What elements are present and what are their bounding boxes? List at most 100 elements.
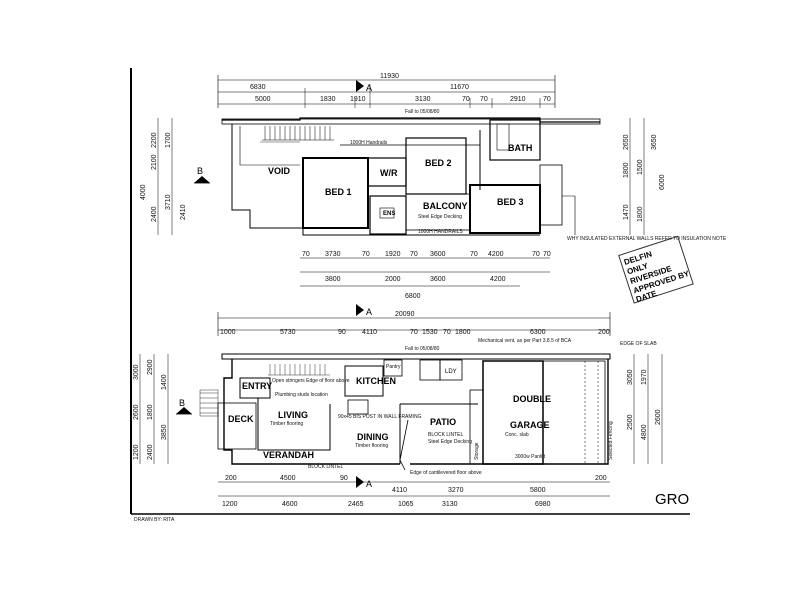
ground-top-dim: 90 bbox=[338, 329, 346, 336]
approval-stamp: DELFIN ONLY RIVERSIDE APPROVED BY DATE bbox=[618, 235, 694, 304]
upper-top-dim: 5000 bbox=[255, 96, 271, 103]
upper-left-dim: 2200 bbox=[151, 132, 158, 148]
ground-left-dim: 2400 bbox=[147, 444, 154, 460]
upper-bottom-dim: 3600 bbox=[430, 276, 446, 283]
section-marker-arrow bbox=[356, 80, 364, 92]
elevation-marker-label: B bbox=[197, 166, 203, 176]
ground-top-dim: 5730 bbox=[280, 329, 296, 336]
section-marker-label: A bbox=[366, 479, 372, 489]
upper-left-dim: 2410 bbox=[180, 204, 187, 220]
room-entry: ENTRY bbox=[242, 381, 272, 391]
section-marker-arrow bbox=[356, 304, 364, 316]
balcony-note: Steel Edge Decking bbox=[418, 214, 462, 220]
fall-note: Fall to 05/08/80 bbox=[405, 109, 440, 115]
upper-left-dim: 2400 bbox=[151, 206, 158, 222]
ground-bottom-dim: 5800 bbox=[530, 487, 546, 494]
upper-floor-plan: 11930 6830 11670 5000 1830 1910 3130 70 … bbox=[140, 73, 727, 317]
ground-top-dim: 1530 bbox=[422, 329, 438, 336]
room-dining: DINING bbox=[357, 432, 389, 442]
upper-right-dim: 3650 bbox=[651, 134, 658, 150]
room-bed1: BED 1 bbox=[325, 187, 352, 197]
fencing-note: Selected Fencing bbox=[608, 421, 614, 460]
upper-top-dim: 70 bbox=[462, 96, 470, 103]
ground-top-dim: 70 bbox=[410, 329, 418, 336]
upper-top-dim: 70 bbox=[480, 96, 488, 103]
room-patio: PATIO bbox=[430, 417, 456, 427]
elevation-marker-label: B bbox=[179, 398, 185, 408]
dining-floor-note: Timber flooring bbox=[355, 443, 388, 449]
upper-left-dim: 4000 bbox=[140, 184, 147, 200]
section-marker-label: A bbox=[366, 83, 372, 93]
upper-bottom-dim: 70 bbox=[532, 251, 540, 258]
upper-bottom-dim: 4200 bbox=[490, 276, 506, 283]
upper-bottom-dim: 70 bbox=[410, 251, 418, 258]
upper-right-dim: 2650 bbox=[623, 134, 630, 150]
ground-top-dim: 200 bbox=[598, 329, 610, 336]
garage-conc-note: Conc. slab bbox=[505, 432, 529, 438]
ground-top-dim: 1000 bbox=[220, 329, 236, 336]
ground-top-dim: 4110 bbox=[362, 329, 377, 336]
room-bed3: BED 3 bbox=[497, 197, 524, 207]
ground-left-dim: 1200 bbox=[133, 444, 140, 460]
pantry-note: Pantry bbox=[386, 364, 401, 370]
handrail-note: 1000H HANDRAILS bbox=[418, 229, 463, 235]
ground-right-dim: 1970 bbox=[641, 369, 648, 385]
upper-bottom-dim: 1920 bbox=[385, 251, 401, 258]
ground-right-dim: 3050 bbox=[627, 369, 634, 385]
post-note: 90x45 BIS POST IN WALL FRAMING bbox=[338, 414, 422, 420]
upper-right-dim: 1800 bbox=[637, 206, 644, 222]
ground-left-dim: 2600 bbox=[133, 404, 140, 420]
upper-bottom-dim: 3730 bbox=[325, 251, 341, 258]
upper-bottom-dim: 3800 bbox=[325, 276, 341, 283]
upper-right-dim: 1800 bbox=[623, 162, 630, 178]
mech-vent-note: Mechanical vent, as per Part 3.8.5 of BC… bbox=[478, 338, 572, 344]
room-deck: DECK bbox=[228, 414, 254, 424]
upper-bottom-dim: 3600 bbox=[430, 251, 446, 258]
ground-left-dim: 3850 bbox=[161, 424, 168, 440]
ground-bottom-dim: 4500 bbox=[280, 475, 296, 482]
upper-bottom-dim: 70 bbox=[470, 251, 478, 258]
room-double: DOUBLE bbox=[513, 394, 551, 404]
cantilever-note: Edge of cantilevered floor above bbox=[410, 470, 482, 476]
upper-top-dim: 3130 bbox=[415, 96, 431, 103]
room-bath: BATH bbox=[508, 143, 532, 153]
room-ldy: LDY bbox=[445, 369, 457, 375]
upper-top-dim: 70 bbox=[543, 96, 551, 103]
room-bed2: BED 2 bbox=[425, 158, 452, 168]
ground-bottom-dim: 6980 bbox=[535, 501, 551, 508]
upper-top-dim: 11670 bbox=[450, 84, 469, 91]
ground-bottom-dim: 4110 bbox=[392, 487, 407, 494]
upper-bottom-dim: 2000 bbox=[385, 276, 401, 283]
storage-note: Storage bbox=[474, 442, 480, 460]
ground-floor-plan: 20090 1000 5730 90 4110 70 1530 70 1800 … bbox=[133, 311, 689, 508]
ground-top-dim: 6300 bbox=[530, 329, 546, 336]
edge-slab-note: EDGE OF SLAB bbox=[620, 341, 657, 347]
room-void: VOID bbox=[268, 166, 291, 176]
ground-right-dim: 2500 bbox=[627, 414, 634, 430]
ground-bottom-dim: 200 bbox=[595, 475, 607, 482]
ground-right-dim: 4800 bbox=[641, 424, 648, 440]
ground-left-dim: 2900 bbox=[147, 359, 154, 375]
upper-top-dim: 1830 bbox=[320, 96, 336, 103]
block-lintel-note-2: BLOCK LINTEL bbox=[308, 464, 344, 470]
ground-bottom-dim: 3130 bbox=[442, 501, 458, 508]
ground-bottom-dim: 90 bbox=[340, 475, 348, 482]
plumbing-note: Plumbing studs location bbox=[275, 392, 328, 398]
ground-bottom-dim: 2465 bbox=[348, 501, 364, 508]
ground-bottom-dim: 4600 bbox=[282, 501, 298, 508]
ground-bottom-dim: 3270 bbox=[448, 487, 464, 494]
upper-bottom-dim: 70 bbox=[543, 251, 551, 258]
ground-bottom-dim: 1200 bbox=[222, 501, 238, 508]
open-stringers-note: Open stringers Edge of floor above bbox=[272, 378, 350, 384]
upper-left-dim: 3710 bbox=[165, 194, 172, 210]
room-garage: GARAGE bbox=[510, 420, 550, 430]
ground-top-dim: 1800 bbox=[455, 329, 471, 336]
elevation-marker-arrow bbox=[176, 407, 192, 414]
ground-left-dim: 1800 bbox=[147, 404, 154, 420]
block-lintel-note: BLOCK LINTEL bbox=[428, 432, 464, 438]
upper-right-dim: 1500 bbox=[637, 159, 644, 175]
ground-left-dim: 1400 bbox=[161, 374, 168, 390]
room-living: LIVING bbox=[278, 410, 308, 420]
upper-top-dim: 2910 bbox=[510, 96, 526, 103]
